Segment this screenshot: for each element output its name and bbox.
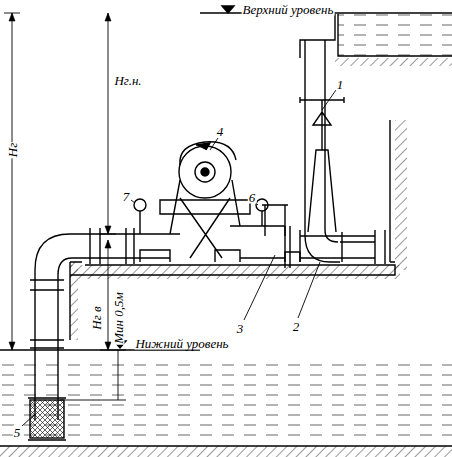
dimension-label: Hг в [90,305,103,330]
level-label: Верхний уровень [242,3,335,16]
callout-number: 1 [336,78,345,91]
callout-number: 2 [292,320,301,333]
callout-number: 4 [216,125,225,138]
callout-number: 5 [13,426,22,439]
level-label: Нижний уровень [134,337,229,350]
callout-number: 6 [248,191,257,204]
dimension-label: Hг [6,142,19,158]
dimension-label: Hг.н. [113,74,142,87]
dimension-label: Мин 0,5м [112,291,125,345]
callout-number: 7 [122,190,131,203]
callout-number: 3 [236,322,245,335]
